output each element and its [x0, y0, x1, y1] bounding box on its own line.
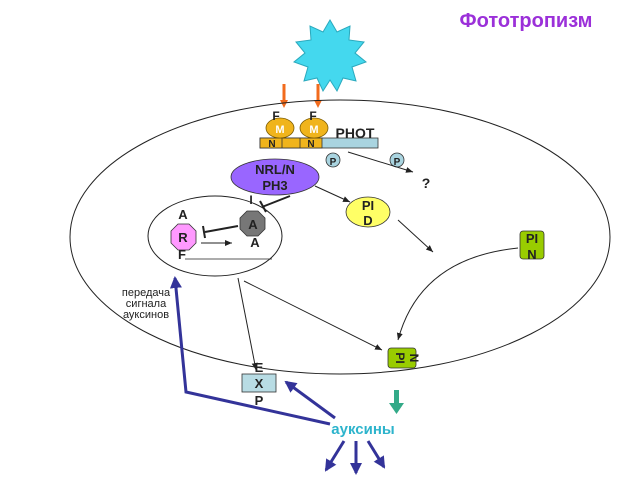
arrow-auxin-out-1 [324, 440, 346, 472]
iaa-label-a1: A [248, 217, 258, 232]
aux-iaa [239, 210, 266, 237]
signal-label-line1: передача [122, 287, 171, 299]
fmn-right-n: N [307, 139, 314, 150]
arrow-nucleus-to-exp [237, 277, 258, 371]
fmn-right [299, 117, 329, 139]
pin-membrane-label-pi: PI [393, 352, 407, 363]
nucleus [147, 195, 283, 277]
phot-label: PHOT [336, 125, 375, 141]
sun-icon [292, 19, 368, 93]
diagram-title: Фототропизм [460, 10, 593, 32]
arrow-nrl-to-pid [314, 185, 351, 203]
pin-right-label-line1: PI [526, 231, 538, 246]
arf-label-r: R [178, 230, 188, 245]
nrl-nph3 [230, 158, 320, 196]
pid-label-line2: D [363, 213, 372, 228]
signal-label-line2: сигнала [126, 298, 167, 310]
nrl-inhibits-iaa-bar [259, 200, 267, 213]
unknown-target: ? [422, 175, 431, 191]
auxins-label: ауксины [331, 421, 394, 438]
iaa-label-a2: A [250, 235, 260, 250]
arf-label-f: F [178, 247, 186, 262]
pin-cytoplasm [519, 230, 545, 260]
phot-bar-yellow [259, 137, 323, 149]
signal-label-line3: ауксинов [123, 309, 169, 321]
fmn-left-n: N [268, 139, 275, 150]
cell-outline [69, 99, 611, 375]
nrl-label-line1: NRL/N [255, 162, 295, 177]
phosphate-1-label: P [330, 157, 337, 168]
efflux-arrow-shaft [394, 390, 399, 404]
fmn-left-f: F [272, 109, 279, 123]
fmn-left [265, 117, 295, 139]
exp-label-e: E [255, 360, 264, 375]
iaa-label-i: I [249, 193, 252, 207]
arrow-nucleus-to-pin [243, 280, 383, 351]
arrow-phot-to-unknown [347, 151, 414, 173]
phosphate-1 [325, 152, 341, 168]
pin-right-label-line2: N [527, 247, 536, 262]
exp-label-p: P [255, 393, 264, 408]
phosphate-2-label: P [394, 157, 401, 168]
arrow-auxin-to-exp [284, 380, 336, 420]
pin-membrane [387, 347, 417, 369]
pin-membrane-label-n: N [407, 354, 421, 363]
exp-label-x: X [255, 376, 264, 391]
arf-label-a: A [178, 207, 188, 222]
iaa-inhibits-arf-bar [202, 225, 206, 239]
nrl-label-line2: PH3 [262, 178, 287, 193]
arf [170, 223, 197, 251]
arrow-pid-to-pin [397, 219, 434, 253]
fmn-right-f: F [309, 109, 316, 123]
pid [345, 196, 391, 228]
arrow-auxin-out-3 [366, 440, 386, 469]
fmn-left-m: M [275, 124, 284, 136]
arrow-pin-relocation [396, 247, 519, 341]
nrl-inhibits-iaa [261, 195, 291, 208]
arrow-auxin-signal [169, 276, 331, 426]
exp-box [241, 373, 277, 393]
pid-label-line1: PI [362, 198, 374, 213]
iaa-inhibits-arf [204, 225, 239, 233]
fmn-right-m: M [309, 124, 318, 136]
efflux-arrow-head [389, 403, 404, 414]
